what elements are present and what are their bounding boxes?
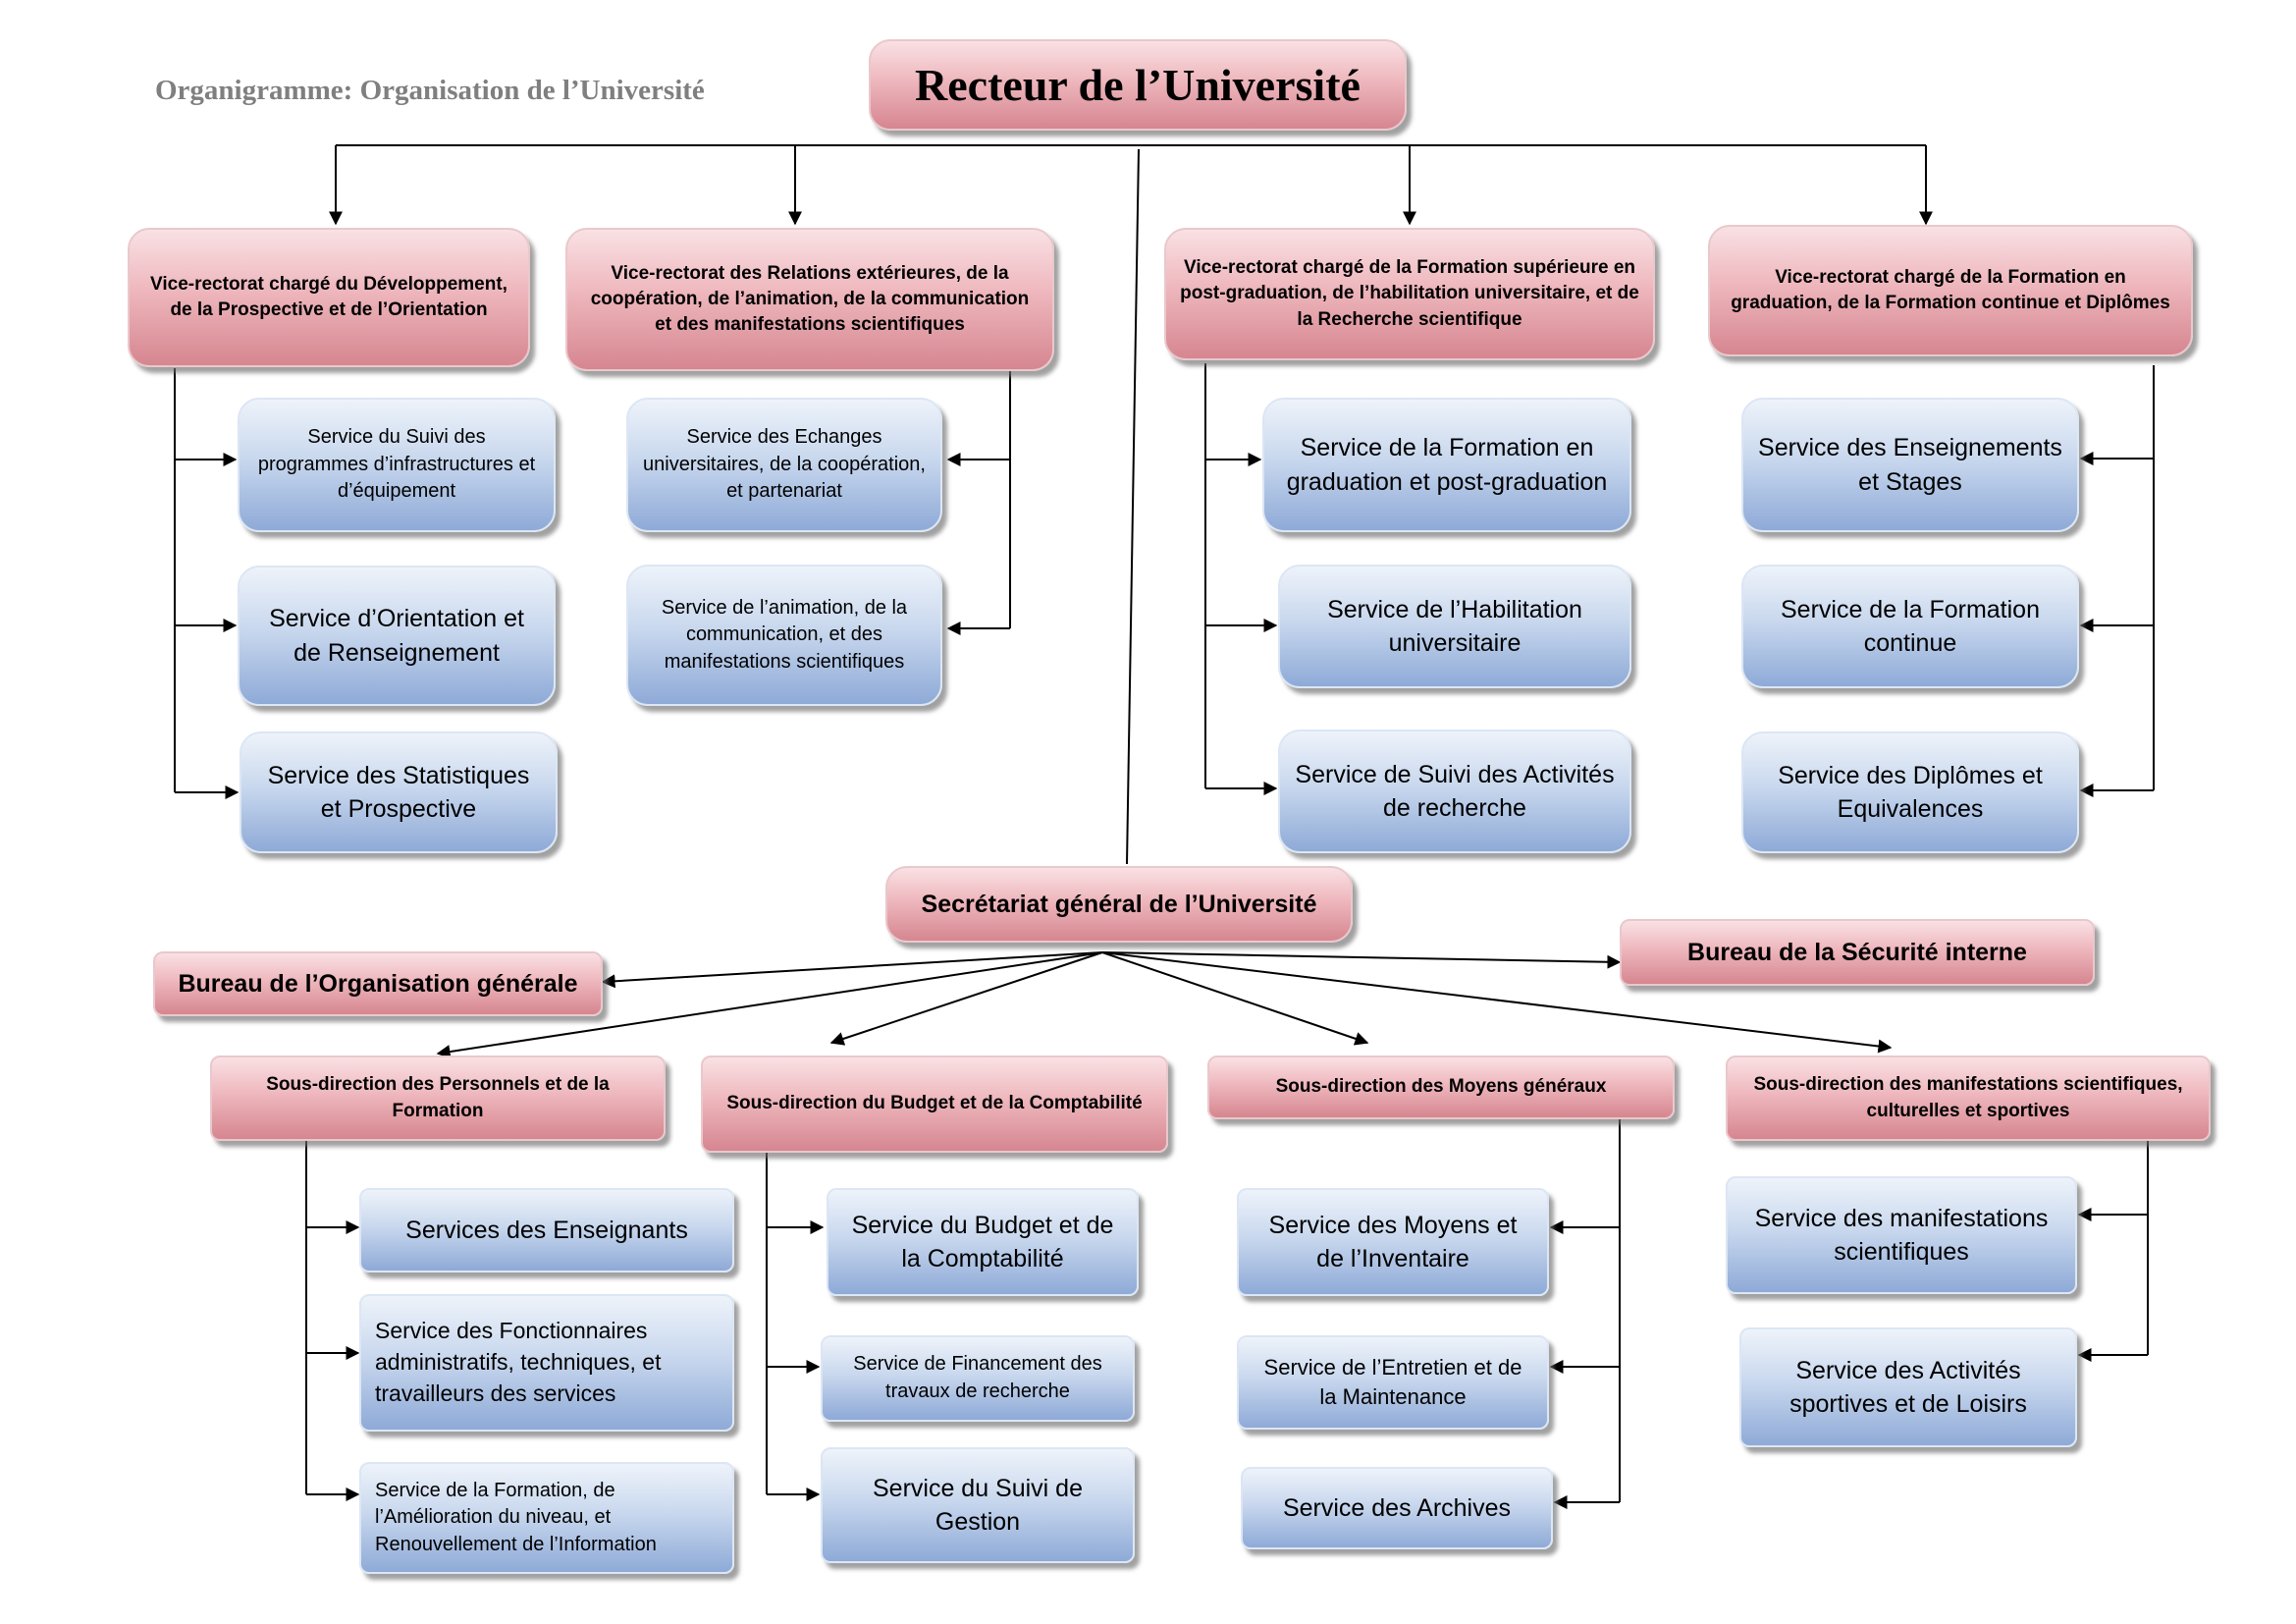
service-box: Service de Financement des travaux de re… <box>821 1335 1135 1422</box>
vice-rectorate-development: Vice-rectorat chargé du Développement, d… <box>128 228 530 367</box>
service-box: Service du Suivi de Gestion <box>821 1447 1135 1563</box>
service-box: Service des Enseignements et Stages <box>1741 398 2079 532</box>
service-label: Service des manifestations scientifiques <box>1754 1204 2049 1267</box>
service-label: Service des Enseignements et Stages <box>1758 434 2062 496</box>
service-label: Service des Fonctionnaires administratif… <box>375 1318 662 1406</box>
rector-label: Recteur de l’Université <box>915 59 1361 110</box>
bureau-organisation-box: Bureau de l’Organisation générale <box>153 951 603 1016</box>
service-label: Service du Budget et de la Comptabilité <box>851 1211 1114 1273</box>
service-box: Service des Fonctionnaires administratif… <box>359 1294 734 1432</box>
service-box: Service de la Formation, de l’Améliorati… <box>359 1462 734 1574</box>
service-label: Services des Enseignants <box>405 1216 688 1244</box>
service-label: Service des Statistiques et Prospective <box>267 761 530 824</box>
service-label: Service des Echanges universitaires, de … <box>643 426 926 503</box>
service-label: Service de la Formation, de l’Améliorati… <box>375 1479 657 1555</box>
service-label: Service de Financement des travaux de re… <box>853 1353 1102 1402</box>
service-label: Service de l’Habilitation universitaire <box>1327 595 1582 658</box>
service-label: Service des Archives <box>1282 1493 1512 1522</box>
secretariat-label: Secrétariat général de l’Université <box>921 890 1317 918</box>
service-box: Service des Archives <box>1241 1467 1553 1549</box>
service-box: Service du Suivi des programmes d’infras… <box>238 398 556 532</box>
vice-rectorate-label: Vice-rectorat chargé de la Formation en … <box>1731 266 2170 313</box>
service-box: Service de l’Entretien et de la Maintena… <box>1237 1335 1549 1430</box>
service-label: Service du Suivi des programmes d’infras… <box>257 426 536 503</box>
service-box: Service de l’animation, de la communicat… <box>626 565 942 706</box>
vice-rectorate-label: Vice-rectorat chargé de la Formation sup… <box>1180 257 1639 330</box>
service-label: Service de l’animation, de la communicat… <box>661 596 908 673</box>
service-box: Service des manifestations scientifiques <box>1726 1176 2077 1294</box>
service-box: Services des Enseignants <box>359 1188 734 1272</box>
vice-rectorate-graduation: Vice-rectorat chargé de la Formation en … <box>1708 225 2193 356</box>
service-label: Service de la Formation continue <box>1780 595 2040 658</box>
service-box: Service des Echanges universitaires, de … <box>626 398 942 532</box>
vice-rectorate-label: Vice-rectorat chargé du Développement, d… <box>150 273 507 320</box>
service-label: Service de la Formation en graduation et… <box>1286 434 1608 496</box>
vice-rectorate-postgraduate-research: Vice-rectorat chargé de la Formation sup… <box>1164 228 1655 360</box>
sub-directorate-label: Sous-direction des Moyens généraux <box>1275 1076 1607 1098</box>
service-box: Service de la Formation en graduation et… <box>1262 398 1631 532</box>
bureau-label: Bureau de la Sécurité interne <box>1687 938 2027 966</box>
service-box: Service du Budget et de la Comptabilité <box>827 1188 1139 1296</box>
service-label: Service des Moyens et de l’Inventaire <box>1268 1211 1518 1273</box>
bureau-securite-box: Bureau de la Sécurité interne <box>1620 919 2095 986</box>
sub-directorate-personnel: Sous-direction des Personnels et de la F… <box>210 1056 666 1141</box>
sub-directorate-label: Sous-direction du Budget et de la Compta… <box>726 1093 1143 1114</box>
chart-title: Organigramme: Organisation de l’Universi… <box>155 75 705 106</box>
service-label: Service du Suivi de Gestion <box>872 1474 1083 1537</box>
sub-directorate-budget: Sous-direction du Budget et de la Compta… <box>701 1056 1168 1153</box>
sub-directorate-label: Sous-direction des manifestations scient… <box>1753 1074 2183 1121</box>
service-box: Service de Suivi des Activités de recher… <box>1278 730 1631 853</box>
service-label: Service d’Orientation et de Renseignemen… <box>269 605 524 667</box>
sub-directorate-label: Sous-direction des Personnels et de la F… <box>266 1074 610 1121</box>
service-box: Service de l’Habilitation universitaire <box>1278 565 1631 688</box>
service-box: Service d’Orientation et de Renseignemen… <box>238 566 556 706</box>
service-box: Service des Moyens et de l’Inventaire <box>1237 1188 1549 1296</box>
bureau-label: Bureau de l’Organisation générale <box>178 969 578 998</box>
vice-rectorate-label: Vice-rectorat des Relations extérieures,… <box>590 262 1030 336</box>
sub-directorate-general-means: Sous-direction des Moyens généraux <box>1207 1056 1675 1119</box>
service-label: Service de Suivi des Activités de recher… <box>1295 760 1615 823</box>
service-box: Service des Activités sportives et de Lo… <box>1739 1327 2077 1447</box>
sub-directorate-events: Sous-direction des manifestations scient… <box>1726 1056 2211 1141</box>
vice-rectorate-external-relations: Vice-rectorat des Relations extérieures,… <box>565 228 1054 371</box>
service-label: Service des Activités sportives et de Lo… <box>1789 1356 2027 1419</box>
rector-box: Recteur de l’Université <box>869 39 1407 131</box>
secretariat-box: Secrétariat général de l’Université <box>885 866 1353 943</box>
service-box: Service de la Formation continue <box>1741 565 2079 688</box>
service-label: Service de l’Entretien et de la Maintena… <box>1263 1354 1522 1409</box>
service-label: Service des Diplômes et Equivalences <box>1778 761 2043 824</box>
service-box: Service des Diplômes et Equivalences <box>1741 731 2079 853</box>
service-box: Service des Statistiques et Prospective <box>240 731 558 853</box>
